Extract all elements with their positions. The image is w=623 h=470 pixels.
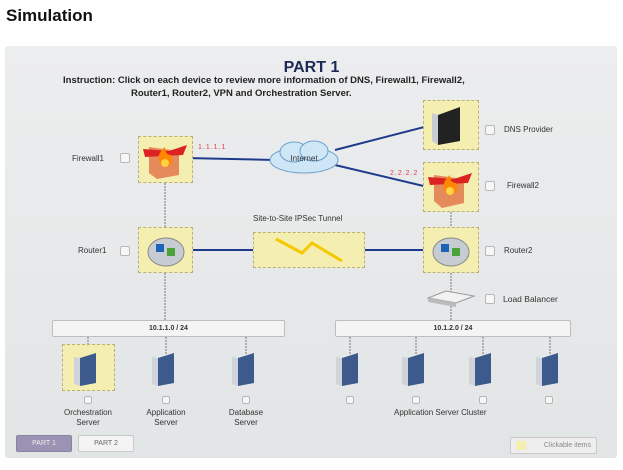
cluster-server-1-checkbox[interactable] [346,396,354,404]
cluster-server-4-checkbox[interactable] [545,396,553,404]
server-icon [402,353,424,386]
dns-provider-device[interactable] [423,100,479,150]
firewall2-label: Firewall2 [507,181,540,190]
router2-checkbox[interactable] [485,246,495,256]
part-title: PART 1 [283,59,340,76]
lightning-icon [275,237,343,263]
cluster-label: Application Server Cluster [394,408,487,417]
server-tower-icon [432,107,460,145]
cloud-icon [269,140,339,174]
dns-provider-checkbox[interactable] [485,125,495,135]
link-internet-fw2 [334,164,433,189]
legend-swatch [516,441,526,450]
server-icon [336,353,358,386]
application-server-checkbox[interactable] [162,396,170,404]
firewall1-device[interactable] [138,136,193,183]
tunnel-label: Site-to-Site IPSec Tunnel [253,214,343,223]
firewall1-label: Firewall1 [72,154,105,163]
orchestration-server-checkbox[interactable] [84,396,92,404]
firewall2-ip: 2.2.2.2 [390,170,419,177]
cluster-server-3-checkbox[interactable] [479,396,487,404]
server-icon [74,353,96,386]
link-fw1-internet [184,157,276,161]
database-server-checkbox[interactable] [242,396,250,404]
dns-provider-label: DNS Provider [504,125,553,134]
server-icons [74,353,558,386]
firewall-icon [143,145,187,179]
vpn-tunnel[interactable] [253,232,365,268]
firewall1-ip: 1.1.1.1 [198,144,227,151]
router2-device[interactable] [423,227,479,273]
subnet-bar-1: 10.1.1.0 / 24 [52,320,285,337]
router-icon [432,237,470,267]
instruction-line1: Instruction: Click on each device to rev… [63,75,465,86]
subnet-bar-2: 10.1.2.0 / 24 [335,320,571,337]
load-balancer-checkbox[interactable] [485,294,495,304]
firewall2-checkbox[interactable] [485,181,495,191]
load-balancer-label: Load Balancer [503,294,558,304]
cluster-server-2-checkbox[interactable] [412,396,420,404]
router1-checkbox[interactable] [120,246,130,256]
router2-label: Router2 [504,246,533,255]
instruction-line2: Router1, Router2, VPN and Orchestration … [131,88,352,99]
firewall1-checkbox[interactable] [120,153,130,163]
server-icon [152,353,174,386]
server-icon [536,353,558,386]
page-title: Simulation [6,6,93,25]
internet-label: Internet [290,154,318,163]
tab-part-2[interactable]: PART 2 [78,435,134,452]
legend-label: Clickable items [543,442,591,449]
server-icon [469,353,491,386]
link-internet-dns [334,124,433,151]
firewall-icon [428,173,472,208]
clickable-items-legend: Clickable items [510,437,597,454]
load-balancer-icon[interactable] [426,288,476,308]
router1-device[interactable] [138,227,193,273]
server-icon [232,353,254,386]
router1-label: Router1 [78,246,107,255]
router-icon [147,237,185,267]
firewall2-device[interactable] [423,162,479,212]
tab-part-1[interactable]: PART 1 [16,435,72,452]
internet-cloud[interactable]: Internet [266,138,342,178]
